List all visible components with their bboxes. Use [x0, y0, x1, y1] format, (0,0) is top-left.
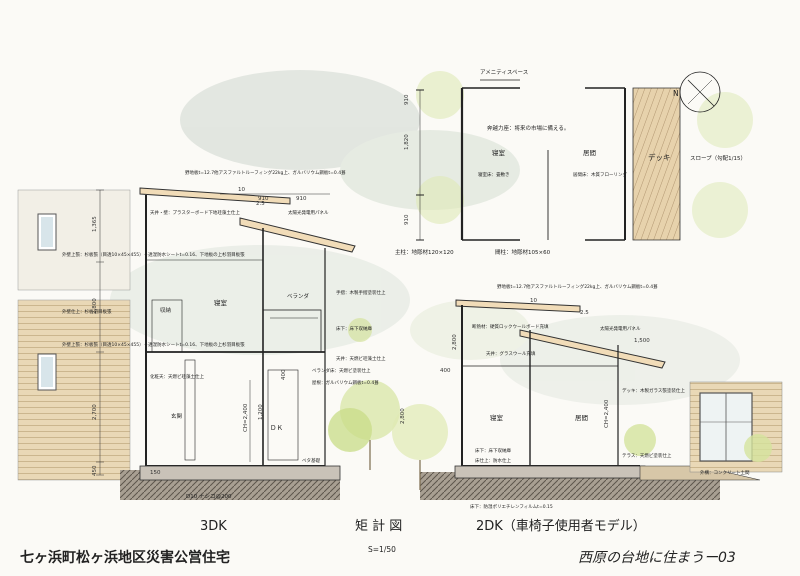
left-solar-label: 太陽光発電用パネル	[288, 209, 329, 216]
left-footing: D10 ナシコ@200	[186, 493, 232, 500]
plan-post: 間柱：地彫材105×60	[495, 248, 551, 256]
right-room-living: 居間	[575, 414, 588, 422]
right-floor-note-3: 床下：防湿ポリエチレンフィルムt=0.15	[470, 503, 553, 510]
right-roof-note: 野地板t=12.7他アスファルトルーフィング22kg上、ガルバリウム鋼板t=0.…	[497, 283, 658, 290]
right-room-bed: 寝室	[490, 413, 504, 422]
title-scale: S=1/50	[368, 545, 396, 554]
right-dim-h-2: 2.5	[580, 310, 589, 316]
plan-slope-label: スロープ（勾配1/15）	[690, 154, 746, 162]
left-handrail: 手摺：木製手摺塗装仕上	[336, 289, 386, 296]
plan-bedroom-label: 寝室	[492, 148, 506, 157]
project-title: 七ヶ浜町松ヶ浜地区災害公営住宅	[20, 549, 230, 566]
left-dim-in-3: 400	[281, 369, 287, 380]
left-neighbour-house	[17, 189, 131, 481]
right-neighbour-house	[689, 381, 783, 473]
right-solar: 太陽光発電用パネル	[600, 325, 641, 332]
left-room-dk: ＤＫ	[270, 424, 283, 432]
left-dim-v-1: 1,365	[92, 216, 98, 232]
left-dim-h-1: 10	[238, 187, 245, 193]
left-veranda-roof: 屋根：ガルバリウム鋼板t=0.4葺	[312, 379, 379, 386]
plan-amenity-label: アメニティスペース	[480, 69, 528, 76]
left-ext-wall-3: 外壁上張：杉板張（目透10×45×455）＋透湿防水シートt=0.16、下地板の…	[62, 341, 245, 348]
left-room-storage: 収納	[160, 306, 172, 314]
left-finish-1: 化粧天：天燃ビ珪藻土仕上	[150, 373, 204, 380]
plan-bed-floor: 寝室床：畳敷き	[478, 171, 510, 178]
plan-dim-3: 910	[404, 214, 410, 225]
title-left-plan: 3DK	[200, 519, 227, 534]
sheet-title: 西原の台地に住まうー03	[578, 550, 736, 566]
right-dim-v-2: CH=2,400	[604, 399, 610, 428]
left-ext-wall-1: 外壁上張：杉板張（目透10×45×455）＋透湿防水シートt=0.16、下地板の…	[62, 251, 245, 258]
left-room-bed: 寝室	[214, 298, 228, 307]
plan-main-column: 主柱：地彫材120×120	[395, 248, 454, 256]
left-floor-2: 天井：天燃ビ珪藻土仕上	[336, 355, 386, 362]
left-roof-note: 野地板t=12.7他アスファルトルーフィング22kg上、ガルバリウム鋼板t=0.…	[185, 169, 346, 176]
left-floor-1: 床下：床下収納庫	[336, 325, 372, 332]
plan-north-mark: N	[673, 89, 679, 98]
right-floor-note-2: 床仕上：防水仕上	[475, 457, 511, 464]
left-dim-h-3: 910	[258, 196, 269, 202]
left-ext-wall-2: 外壁仕上：杉板羽目板張	[62, 308, 112, 315]
left-dim-in-2: 1,200	[258, 404, 264, 420]
right-dim-v-1: 2,800	[452, 334, 458, 350]
right-dim-v-3: 400	[440, 368, 451, 374]
right-ceiling: 天井：グラスウール充填	[486, 350, 536, 357]
left-dim-v-2: 2,800	[92, 298, 98, 314]
left-veranda: ベランダ	[287, 292, 310, 300]
top-plan-drawing	[416, 71, 721, 241]
right-insulation: 断熱材：硬質ロックウールボード充填	[472, 323, 549, 330]
left-dim-in-4: 150	[150, 470, 161, 476]
sky-wash	[110, 70, 740, 405]
right-deck-note: デッキ：木製ガラス張塗装仕上	[622, 387, 685, 394]
plan-deck-label: デッキ	[648, 152, 671, 162]
trees	[328, 71, 772, 490]
right-dim-h-1: 10	[530, 298, 537, 304]
left-dim-v-4: 450	[92, 465, 98, 476]
left-dim-h-4: 910	[296, 196, 307, 202]
right-left-dim: 2,800	[400, 408, 406, 424]
left-ceiling-note: 天井・壁：プラスターボード下地珪藻土仕上	[150, 209, 240, 216]
left-dim-h-2: 2.5	[256, 201, 265, 207]
left-dimensions	[96, 189, 330, 476]
title-right-plan: 2DK（車椅子使用者モデル）	[476, 518, 646, 534]
left-dim-in-1: CH=2,400	[243, 403, 249, 432]
plan-dim-2: 910	[404, 94, 410, 105]
left-veranda-floor: ベランダ床：天燃ビ塗装仕上	[312, 367, 371, 374]
right-exterior: 外構：コンクリート土間	[700, 469, 750, 476]
plan-dim-1: 1,820	[404, 134, 410, 150]
title-center: 矩 計 図	[355, 518, 402, 534]
right-dim-h-3: 1,500	[634, 338, 650, 344]
plan-living-floor: 居間床：木質フローリング	[573, 171, 627, 178]
left-section-drawing	[120, 187, 356, 500]
left-room-entry: 玄関	[171, 412, 183, 420]
right-terrace: テラス：天燃ビ塗装仕上	[622, 452, 672, 459]
plan-storage-note: 奔越力座：将来の市場に備える。	[487, 124, 569, 132]
right-section-drawing	[420, 299, 761, 500]
right-floor-note-1: 床下：床下収納庫	[475, 447, 511, 454]
left-dim-v-3: 2,700	[92, 404, 98, 420]
left-foundation: ベタ基礎	[302, 457, 320, 464]
plan-living-label: 居間	[583, 149, 596, 157]
